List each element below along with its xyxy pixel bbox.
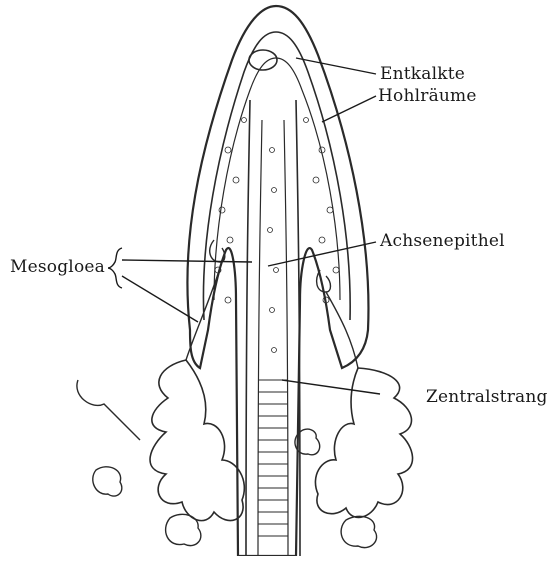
central-strand-segments <box>258 380 288 536</box>
left-lobe <box>150 360 244 521</box>
label-zentralstrang: Zentralstrang <box>426 389 548 406</box>
mesogloea-brace <box>108 248 122 288</box>
right-lobe <box>315 368 412 517</box>
leader-achsenepithel <box>268 242 376 266</box>
bottom-right-lobe <box>341 516 376 547</box>
left-stalk <box>77 380 140 440</box>
label-mesogloea: Mesogloea <box>10 259 105 276</box>
label-hohlraeume: Hohlräume <box>378 88 477 105</box>
label-achsenepithel: Achsenepithel <box>380 233 505 250</box>
leader-zentralstrang <box>282 380 380 394</box>
cell-stipple <box>215 118 339 353</box>
left-small-lobe <box>93 467 122 496</box>
axial-core <box>258 120 288 556</box>
leader-hohlraeume <box>322 96 376 122</box>
label-entkalkte: Entkalkte <box>380 66 465 83</box>
inner-wall <box>203 32 350 320</box>
apex-cavity <box>249 50 277 70</box>
bottom-left-lobe <box>166 514 201 545</box>
